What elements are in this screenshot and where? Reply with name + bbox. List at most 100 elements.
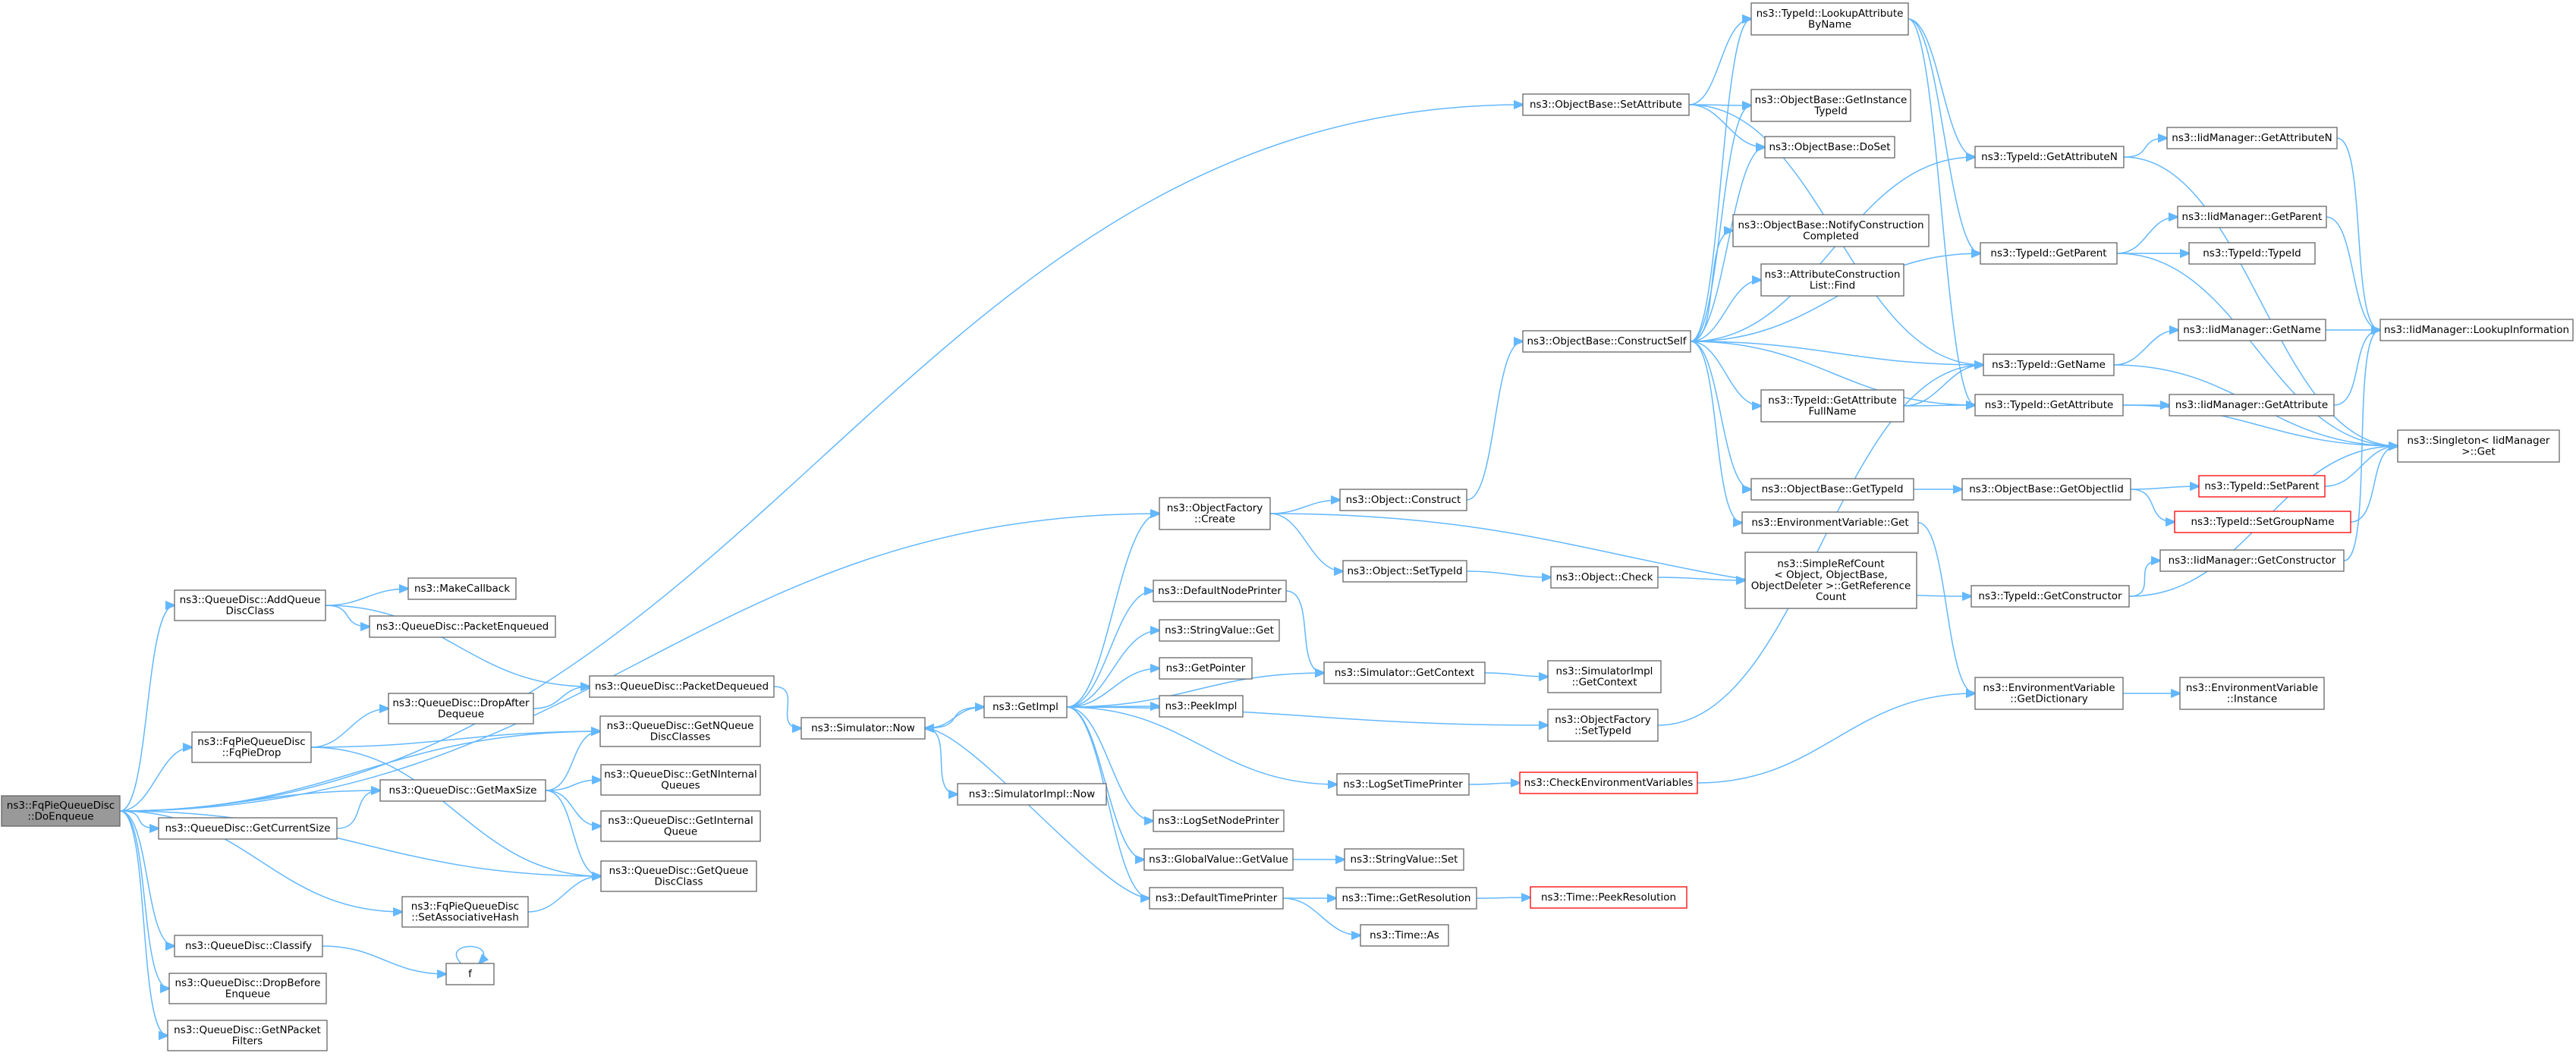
function-node-classify[interactable]: ns3::QueueDisc::Classify	[174, 935, 323, 957]
function-node-objconstruct[interactable]: ns3::Object::Construct	[1339, 489, 1467, 511]
function-node-typeidsetparent[interactable]: ns3::TypeId::SetParent	[2198, 475, 2326, 498]
call-edge	[1066, 706, 1150, 898]
call-edge	[1066, 673, 1324, 708]
call-edge	[1657, 577, 1745, 580]
function-node-defaultnodeprinter[interactable]: ns3::DefaultNodePrinter	[1153, 580, 1287, 602]
call-edge	[533, 687, 590, 709]
node-box	[1522, 330, 1691, 353]
function-node-stringvalueset[interactable]: ns3::StringValue::Set	[1344, 848, 1464, 871]
function-node-typeidgetattribute[interactable]: ns3::TypeId::GetAttribute	[1974, 394, 2124, 416]
function-node-simnow[interactable]: ns3::Simulator::Now	[800, 717, 926, 740]
node-box	[1983, 354, 2115, 376]
call-edge	[322, 945, 446, 974]
node-box	[2397, 429, 2560, 463]
function-node-simplerefcount[interactable]: ns3::SimpleRefCount< Object, ObjectBase,…	[1744, 552, 1917, 609]
function-node-checkenv[interactable]: ns3::CheckEnvironmentVariables	[1519, 772, 1698, 794]
function-node-stringvalueget[interactable]: ns3::StringValue::Get	[1159, 619, 1280, 642]
function-node-getobjectiid[interactable]: ns3::ObjectBase::GetObjectIid	[1961, 478, 2131, 501]
function-node-timeas[interactable]: ns3::Time::As	[1360, 924, 1449, 947]
function-node-doset[interactable]: ns3::ObjectBase::DoSet	[1764, 136, 1895, 159]
function-node-simimplgetcontext[interactable]: ns3::SimulatorImpl::GetContext	[1547, 660, 1662, 693]
function-node-root[interactable]: ns3::FqPieQueueDisc::DoEnqueue	[1, 795, 121, 827]
function-node-defaulttimeprinter[interactable]: ns3::DefaultTimePrinter	[1149, 887, 1284, 910]
call-edge	[1690, 341, 1983, 365]
function-node-peekimpl[interactable]: ns3::PeekImpl	[1159, 695, 1244, 718]
function-node-constructself[interactable]: ns3::ObjectBase::ConstructSelf	[1522, 330, 1691, 353]
node-box	[1764, 136, 1895, 159]
function-node-envvargetdict[interactable]: ns3::EnvironmentVariable::GetDictionary	[1974, 677, 2124, 710]
function-node-pktenq[interactable]: ns3::QueueDisc::PacketEnqueued	[369, 615, 556, 638]
function-node-notifyconstruction[interactable]: ns3::ObjectBase::NotifyConstructionCompl…	[1732, 214, 1930, 247]
function-node-getcursize[interactable]: ns3::QueueDisc::GetCurrentSize	[158, 817, 338, 840]
function-node-iidgetname[interactable]: ns3::IidManager::GetName	[2178, 319, 2326, 341]
function-node-typeidtypeid[interactable]: ns3::TypeId::TypeId	[2188, 242, 2316, 265]
function-node-pktdeq[interactable]: ns3::QueueDisc::PacketDequeued	[589, 675, 775, 698]
function-node-timepeekres[interactable]: ns3::Time::PeekResolution	[1530, 886, 1687, 909]
node-label: ns3::EnvironmentVariable::Get	[1751, 517, 1908, 529]
node-box	[167, 1020, 328, 1051]
function-node-fqpiedrop[interactable]: ns3::FqPieQueueDisc::FqPieDrop	[191, 731, 312, 763]
function-node-getimpl[interactable]: ns3::GetImpl	[983, 696, 1068, 718]
call-edge	[1690, 341, 1751, 489]
function-node-typeidgetname[interactable]: ns3::TypeId::GetName	[1983, 354, 2115, 376]
function-node-setassochash[interactable]: ns3::FqPieQueueDisc::SetAssociativeHash	[401, 896, 529, 928]
function-node-f[interactable]: f	[445, 963, 495, 985]
function-node-objcheck[interactable]: ns3::Object::Check	[1550, 566, 1659, 589]
function-node-iidlookupinfo[interactable]: ns3::IidManager::LookupInformation	[2379, 319, 2574, 341]
function-node-obgettypeid[interactable]: ns3::ObjectBase::GetTypeId	[1750, 478, 1914, 501]
node-box	[2177, 206, 2327, 228]
function-node-makecallback[interactable]: ns3::MakeCallback	[407, 577, 517, 600]
function-node-iidgetconstructor[interactable]: ns3::IidManager::GetConstructor	[2159, 549, 2345, 572]
call-edge	[2333, 330, 2380, 406]
call-edge	[545, 790, 601, 826]
function-node-timegetres[interactable]: ns3::Time::GetResolution	[1335, 887, 1477, 910]
node-label: ns3::QueueDisc::GetMaxSize	[388, 784, 536, 797]
function-node-logsettimeprinter[interactable]: ns3::LogSetTimePrinter	[1336, 773, 1470, 796]
function-node-typeidgetattributen[interactable]: ns3::TypeId::GetAttributeN	[1974, 146, 2125, 168]
function-node-envvarinstance[interactable]: ns3::EnvironmentVariable::Instance	[2179, 677, 2325, 710]
function-node-envvarget[interactable]: ns3::EnvironmentVariable::Get	[1741, 511, 1919, 534]
function-node-objsettypeid[interactable]: ns3::Object::SetTypeId	[1342, 560, 1467, 583]
function-node-getpointer[interactable]: ns3::GetPointer	[1159, 657, 1253, 680]
node-box	[379, 779, 546, 802]
function-node-iidgetattributen[interactable]: ns3::IidManager::GetAttributeN	[2166, 127, 2338, 149]
function-node-singletonget[interactable]: ns3::Singleton< IidManager>::Get	[2397, 429, 2560, 463]
call-edge	[1476, 897, 1530, 898]
function-node-simimplnow[interactable]: ns3::SimulatorImpl::Now	[957, 783, 1107, 806]
function-node-objfactory-create[interactable]: ns3::ObjectFactory::Create	[1159, 497, 1271, 530]
node-label: ::GetDictionary	[2010, 693, 2087, 705]
call-edge	[1690, 280, 1761, 342]
call-edge	[119, 605, 175, 812]
function-node-globalvalueget[interactable]: ns3::GlobalValue::GetValue	[1143, 848, 1294, 871]
function-node-objfactorysettypeid[interactable]: ns3::ObjectFactory::SetTypeId	[1547, 709, 1659, 742]
node-label: ns3::QueueDisc::DropAfter	[392, 697, 530, 709]
node-label: ns3::QueueDisc::Classify	[185, 940, 312, 952]
function-node-getmaxsize[interactable]: ns3::QueueDisc::GetMaxSize	[379, 779, 546, 802]
function-node-simgetcontext[interactable]: ns3::Simulator::GetContext	[1323, 662, 1486, 684]
function-node-logsetnodeprinter[interactable]: ns3::LogSetNodePrinter	[1153, 809, 1285, 832]
node-label: Completed	[1803, 230, 1859, 242]
node-label: Enqueue	[225, 988, 270, 1000]
function-node-typeidsetgroupname[interactable]: ns3::TypeId::SetGroupName	[2174, 511, 2351, 533]
function-node-iidgetattribute[interactable]: ns3::IidManager::GetAttribute	[2169, 394, 2335, 416]
node-label: ::Create	[1194, 513, 1235, 525]
function-node-iidgetparent[interactable]: ns3::IidManager::GetParent	[2177, 206, 2327, 228]
function-node-setattr[interactable]: ns3::ObjectBase::SetAttribute	[1522, 93, 1690, 116]
node-label: ::FqPieDrop	[222, 746, 282, 759]
call-edge	[2116, 217, 2178, 254]
call-edge	[924, 728, 958, 794]
function-node-typeidgetconstructor[interactable]: ns3::TypeId::GetConstructor	[1971, 585, 2130, 608]
function-node-typeidgetparent[interactable]: ns3::TypeId::GetParent	[1980, 242, 2118, 265]
